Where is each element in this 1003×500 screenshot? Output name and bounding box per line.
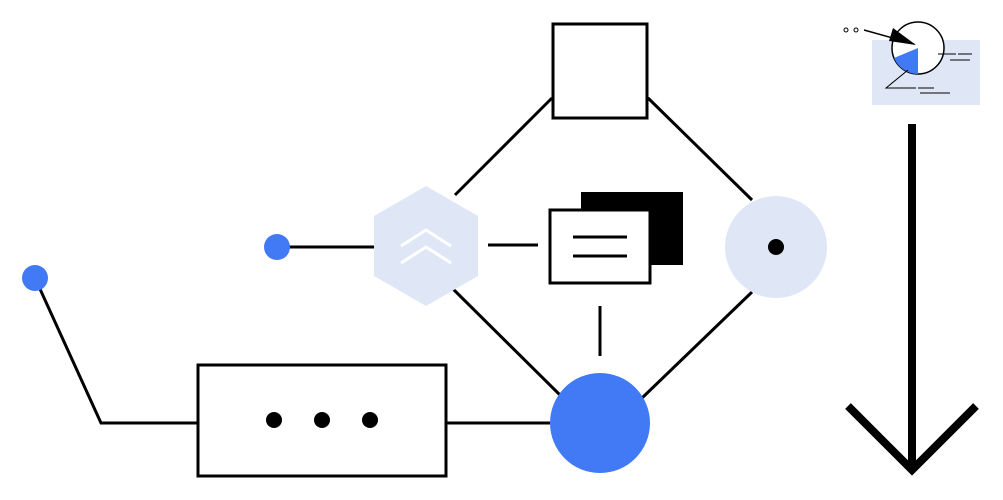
pie-slice (894, 48, 918, 74)
filled-circle-icon[interactable] (550, 373, 650, 473)
arrow-down-icon (845, 124, 979, 476)
connector-left-bottom (445, 281, 562, 397)
pointer-arrowhead (889, 28, 916, 45)
connectors (33, 96, 754, 425)
target-dot (768, 239, 784, 255)
chevron-up-icon (400, 245, 452, 265)
chevron-up-icon (400, 228, 452, 248)
connector-dot-box (33, 277, 198, 425)
ellipsis-box-icon[interactable] (196, 363, 448, 478)
ellipsis-dot (314, 412, 330, 428)
connector-right-bottom (640, 290, 754, 400)
connector-top-right (646, 96, 754, 202)
square-outline-icon[interactable] (551, 22, 649, 120)
arrow-head (845, 403, 979, 476)
endpoint-dot-icon[interactable] (264, 234, 290, 260)
ellipsis-dot (266, 412, 282, 428)
endpoint-dot-icon[interactable] (22, 265, 48, 291)
small-dot (853, 27, 859, 33)
thumbnail-zigzag (884, 69, 916, 89)
target-dot-icon[interactable] (725, 196, 827, 298)
ellipsis-dot (362, 412, 378, 428)
stacked-documents-icon[interactable] (548, 192, 683, 285)
hexagon-chevrons-up-icon[interactable] (374, 186, 478, 306)
small-dot (843, 27, 849, 33)
connector-top-left (453, 96, 554, 197)
document-front (548, 208, 652, 285)
pie-chart-thumbnail-icon (843, 21, 980, 105)
